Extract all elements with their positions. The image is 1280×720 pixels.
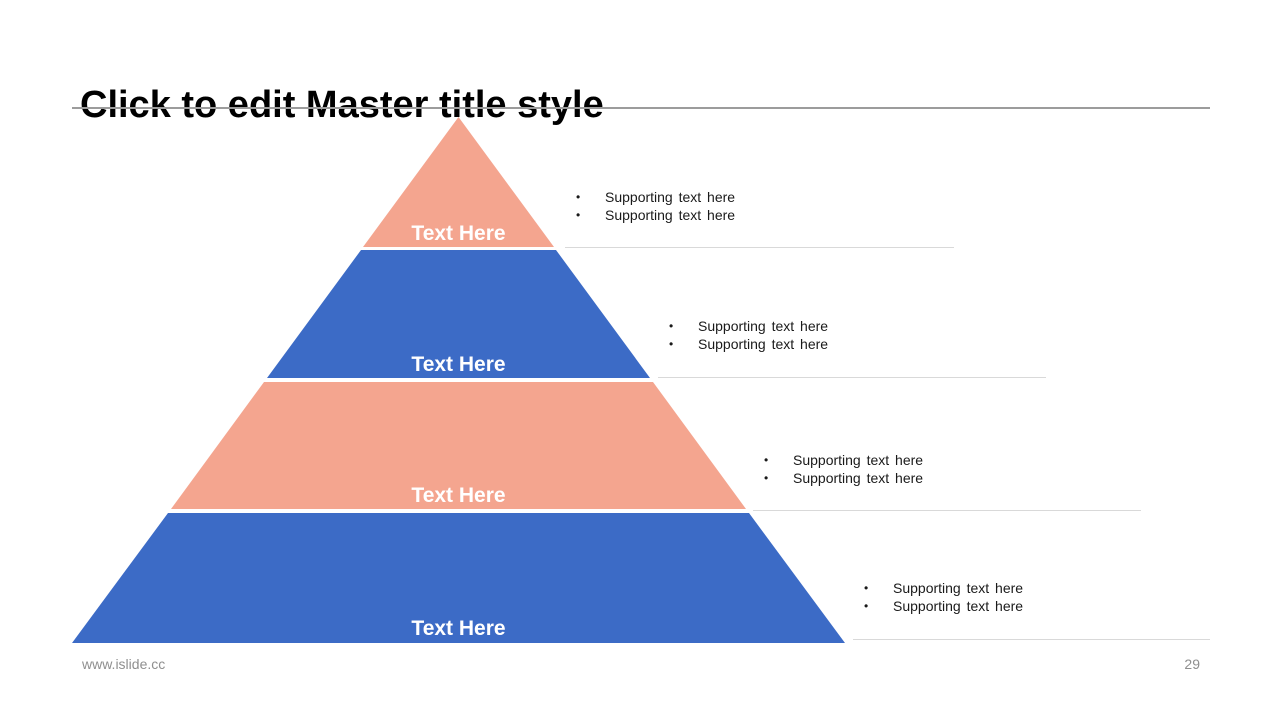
bullet-item: • Supporting text here bbox=[853, 579, 1210, 597]
bullet-text: Supporting text here bbox=[793, 470, 924, 486]
bullet-icon: • bbox=[669, 319, 674, 333]
bullet-icon: • bbox=[576, 208, 581, 222]
bullet-text: Supporting text here bbox=[698, 336, 829, 352]
bullet-icon: • bbox=[864, 581, 869, 595]
separator-line bbox=[565, 247, 954, 248]
bullet-icon: • bbox=[764, 453, 769, 467]
bullet-item: • Supporting text here bbox=[753, 451, 1141, 469]
bullet-icon: • bbox=[669, 337, 674, 351]
pyramid-layer-3-label[interactable]: Text Here bbox=[411, 484, 506, 507]
bullet-icon: • bbox=[576, 190, 581, 204]
bullet-text: Supporting text here bbox=[893, 580, 1024, 596]
bullet-item: • Supporting text here bbox=[658, 335, 1046, 353]
bullet-item: • Supporting text here bbox=[753, 469, 1141, 487]
bullet-text: Supporting text here bbox=[605, 207, 736, 223]
pyramid-layer-4[interactable] bbox=[72, 513, 845, 643]
separator-line bbox=[753, 510, 1141, 511]
bullet-item: • Supporting text here bbox=[853, 597, 1210, 615]
separator-line bbox=[658, 377, 1046, 378]
supporting-block-2[interactable]: • Supporting text here • Supporting text… bbox=[658, 317, 1046, 378]
bullet-text: Supporting text here bbox=[605, 189, 736, 205]
bullet-item: • Supporting text here bbox=[658, 317, 1046, 335]
footer-url[interactable]: www.islide.cc bbox=[82, 656, 166, 672]
pyramid-layer-4-label[interactable]: Text Here bbox=[411, 617, 506, 640]
pyramid-layer-1-label[interactable]: Text Here bbox=[411, 222, 506, 245]
supporting-block-4[interactable]: • Supporting text here • Supporting text… bbox=[853, 579, 1210, 640]
separator-line bbox=[853, 639, 1210, 640]
pyramid-layer-3[interactable] bbox=[171, 382, 746, 509]
bullet-text: Supporting text here bbox=[793, 452, 924, 468]
bullet-item: • Supporting text here bbox=[565, 188, 954, 206]
bullet-item: • Supporting text here bbox=[565, 206, 954, 224]
bullet-text: Supporting text here bbox=[893, 598, 1024, 614]
page-title[interactable]: Click to edit Master title style bbox=[80, 84, 604, 127]
pyramid-layer-2-label[interactable]: Text Here bbox=[411, 353, 506, 376]
bullet-icon: • bbox=[864, 599, 869, 613]
title-underline bbox=[72, 107, 1210, 109]
bullet-text: Supporting text here bbox=[698, 318, 829, 334]
pyramid-diagram: Text Here Text Here Text Here Text Here bbox=[72, 117, 845, 643]
page-number: 29 bbox=[1184, 656, 1200, 672]
supporting-block-3[interactable]: • Supporting text here • Supporting text… bbox=[753, 451, 1141, 511]
supporting-block-1[interactable]: • Supporting text here • Supporting text… bbox=[565, 188, 954, 248]
bullet-icon: • bbox=[764, 471, 769, 485]
